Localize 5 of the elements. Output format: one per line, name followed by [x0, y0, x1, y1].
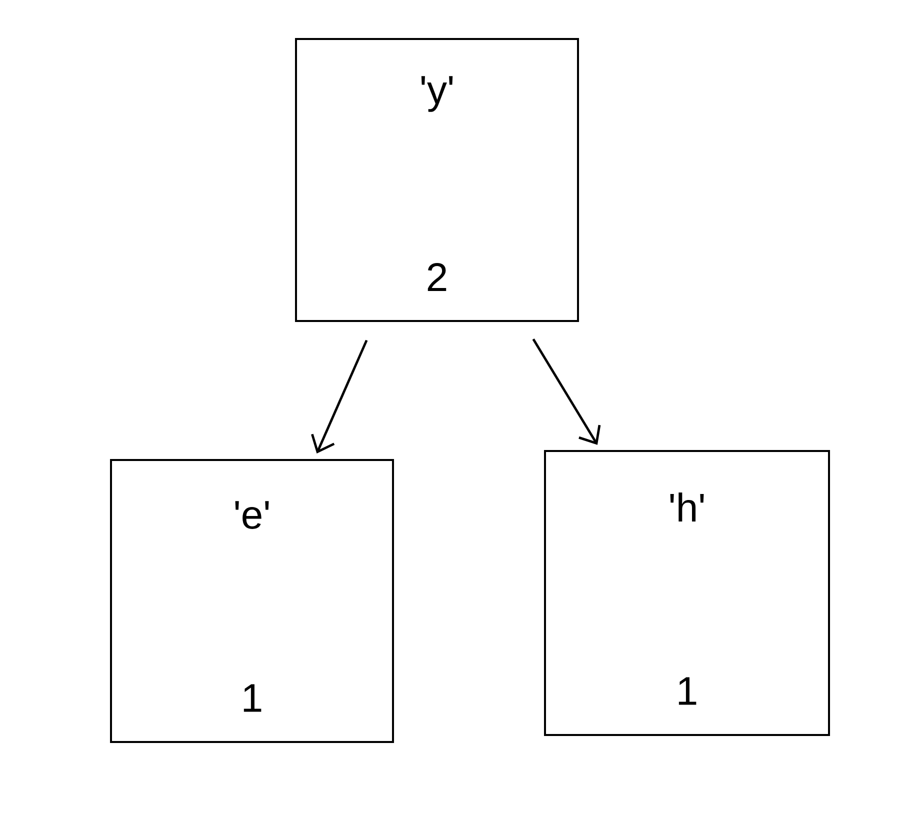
process-box: 'e' 1: [110, 459, 394, 743]
arrow: [532, 338, 601, 445]
process-box: 'h' 1: [544, 450, 830, 736]
process-box: 'y' 2: [295, 38, 579, 322]
arrow: [311, 340, 368, 454]
